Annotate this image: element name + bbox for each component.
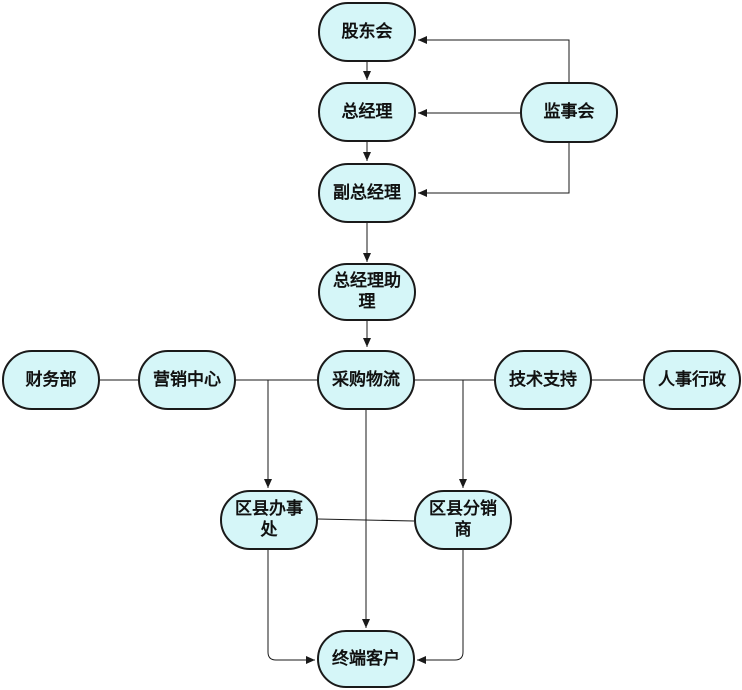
node-shareholders-label: 股东会 [341, 21, 393, 42]
node-general-manager[interactable]: 总经理 [318, 82, 416, 142]
node-hr-admin-label: 人事行政 [658, 369, 726, 390]
node-end-customer-label: 终端客户 [332, 648, 400, 669]
node-gm-assistant-label: 总经理助理 [333, 271, 401, 312]
node-finance-label: 财务部 [25, 369, 77, 390]
node-supervisory-board-label: 监事会 [543, 102, 595, 122]
node-procurement-logistics-label: 采购物流 [332, 369, 400, 390]
node-county-distributor[interactable]: 区县分销商 [414, 490, 512, 550]
edge-county-office-to-end-customer [267, 550, 315, 664]
edge-supervisory-to-shareholders [418, 36, 570, 82]
node-county-office[interactable]: 区县办事处 [220, 490, 318, 550]
edge-distributor-to-end-customer [417, 550, 464, 664]
edge-supervisory-to-deputy-gm [418, 143, 570, 197]
node-marketing-center[interactable]: 营销中心 [138, 350, 236, 410]
node-deputy-gm[interactable]: 副总经理 [318, 163, 416, 223]
node-general-manager-label: 总经理 [341, 101, 393, 122]
node-finance[interactable]: 财务部 [2, 350, 100, 410]
node-supervisory-board[interactable]: 监事会 [520, 82, 618, 143]
edge-county-office-to-distributor [317, 518, 415, 522]
node-marketing-center-label: 营销中心 [153, 369, 221, 390]
node-tech-support-label: 技术支持 [509, 369, 577, 390]
node-end-customer[interactable]: 终端客户 [317, 630, 415, 688]
node-procurement-logistics[interactable]: 采购物流 [317, 350, 415, 410]
node-county-distributor-label: 区县分销商 [429, 499, 497, 540]
node-county-office-label: 区县办事处 [235, 499, 303, 540]
node-hr-admin[interactable]: 人事行政 [643, 350, 741, 410]
node-gm-assistant[interactable]: 总经理助理 [318, 263, 416, 321]
node-deputy-gm-label: 副总经理 [333, 182, 401, 203]
node-tech-support[interactable]: 技术支持 [494, 350, 592, 410]
node-shareholders[interactable]: 股东会 [318, 2, 416, 62]
